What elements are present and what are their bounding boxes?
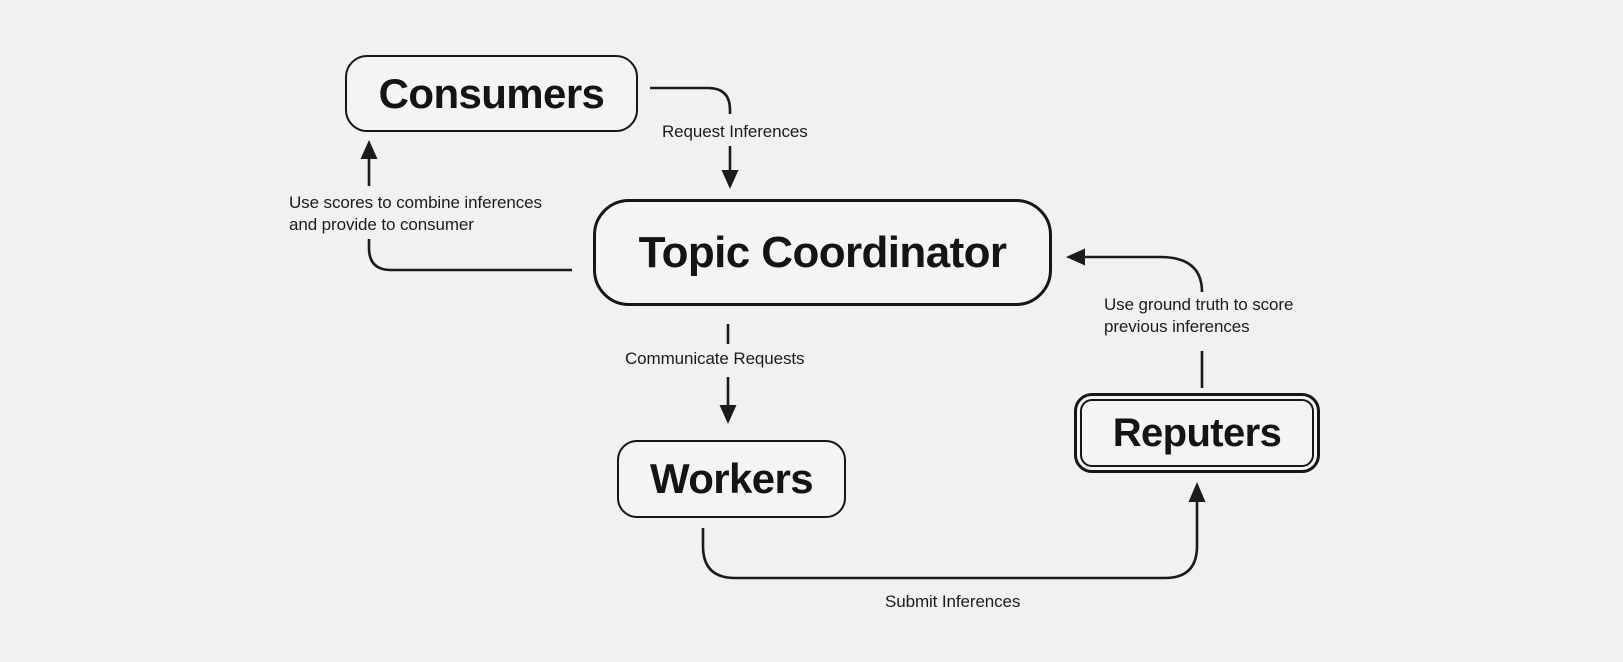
node-reputers-label: Reputers bbox=[1112, 410, 1282, 455]
node-reputers-inner-border: Reputers bbox=[1080, 399, 1314, 467]
arrowhead-up-icon bbox=[1188, 482, 1206, 502]
node-topic-coordinator: Topic Coordinator bbox=[593, 199, 1052, 306]
node-reputers: Reputers bbox=[1074, 393, 1320, 473]
arrowhead-up-icon bbox=[360, 140, 378, 159]
edge-label-use-scores: Use scores to combine inferences and pro… bbox=[289, 193, 542, 234]
node-consumers: Consumers bbox=[345, 55, 638, 132]
arrowhead-down-icon bbox=[721, 170, 739, 189]
node-workers: Workers bbox=[617, 440, 846, 518]
node-topic-coordinator-label: Topic Coordinator bbox=[638, 227, 1007, 277]
node-workers-label: Workers bbox=[649, 455, 814, 502]
edge-topic-coordinator-to-workers bbox=[719, 324, 737, 424]
edge-label-submit-inferences: Submit Inferences bbox=[885, 592, 1021, 611]
edge-label-use-ground-truth: Use ground truth to score previous infer… bbox=[1104, 295, 1294, 336]
edge-label-communicate-requests: Communicate Requests bbox=[625, 349, 805, 368]
edge-topic-coordinator-to-consumers bbox=[360, 140, 572, 272]
arrowhead-left-icon bbox=[1066, 248, 1085, 266]
node-consumers-label: Consumers bbox=[378, 69, 605, 117]
arrowhead-down-icon bbox=[719, 405, 737, 424]
edge-label-request-inferences: Request Inferences bbox=[662, 122, 808, 141]
edge-reputers-to-topic-coordinator bbox=[1066, 248, 1204, 388]
edge-workers-to-reputers bbox=[701, 482, 1206, 580]
edge-consumers-to-topic-coordinator bbox=[650, 86, 739, 189]
